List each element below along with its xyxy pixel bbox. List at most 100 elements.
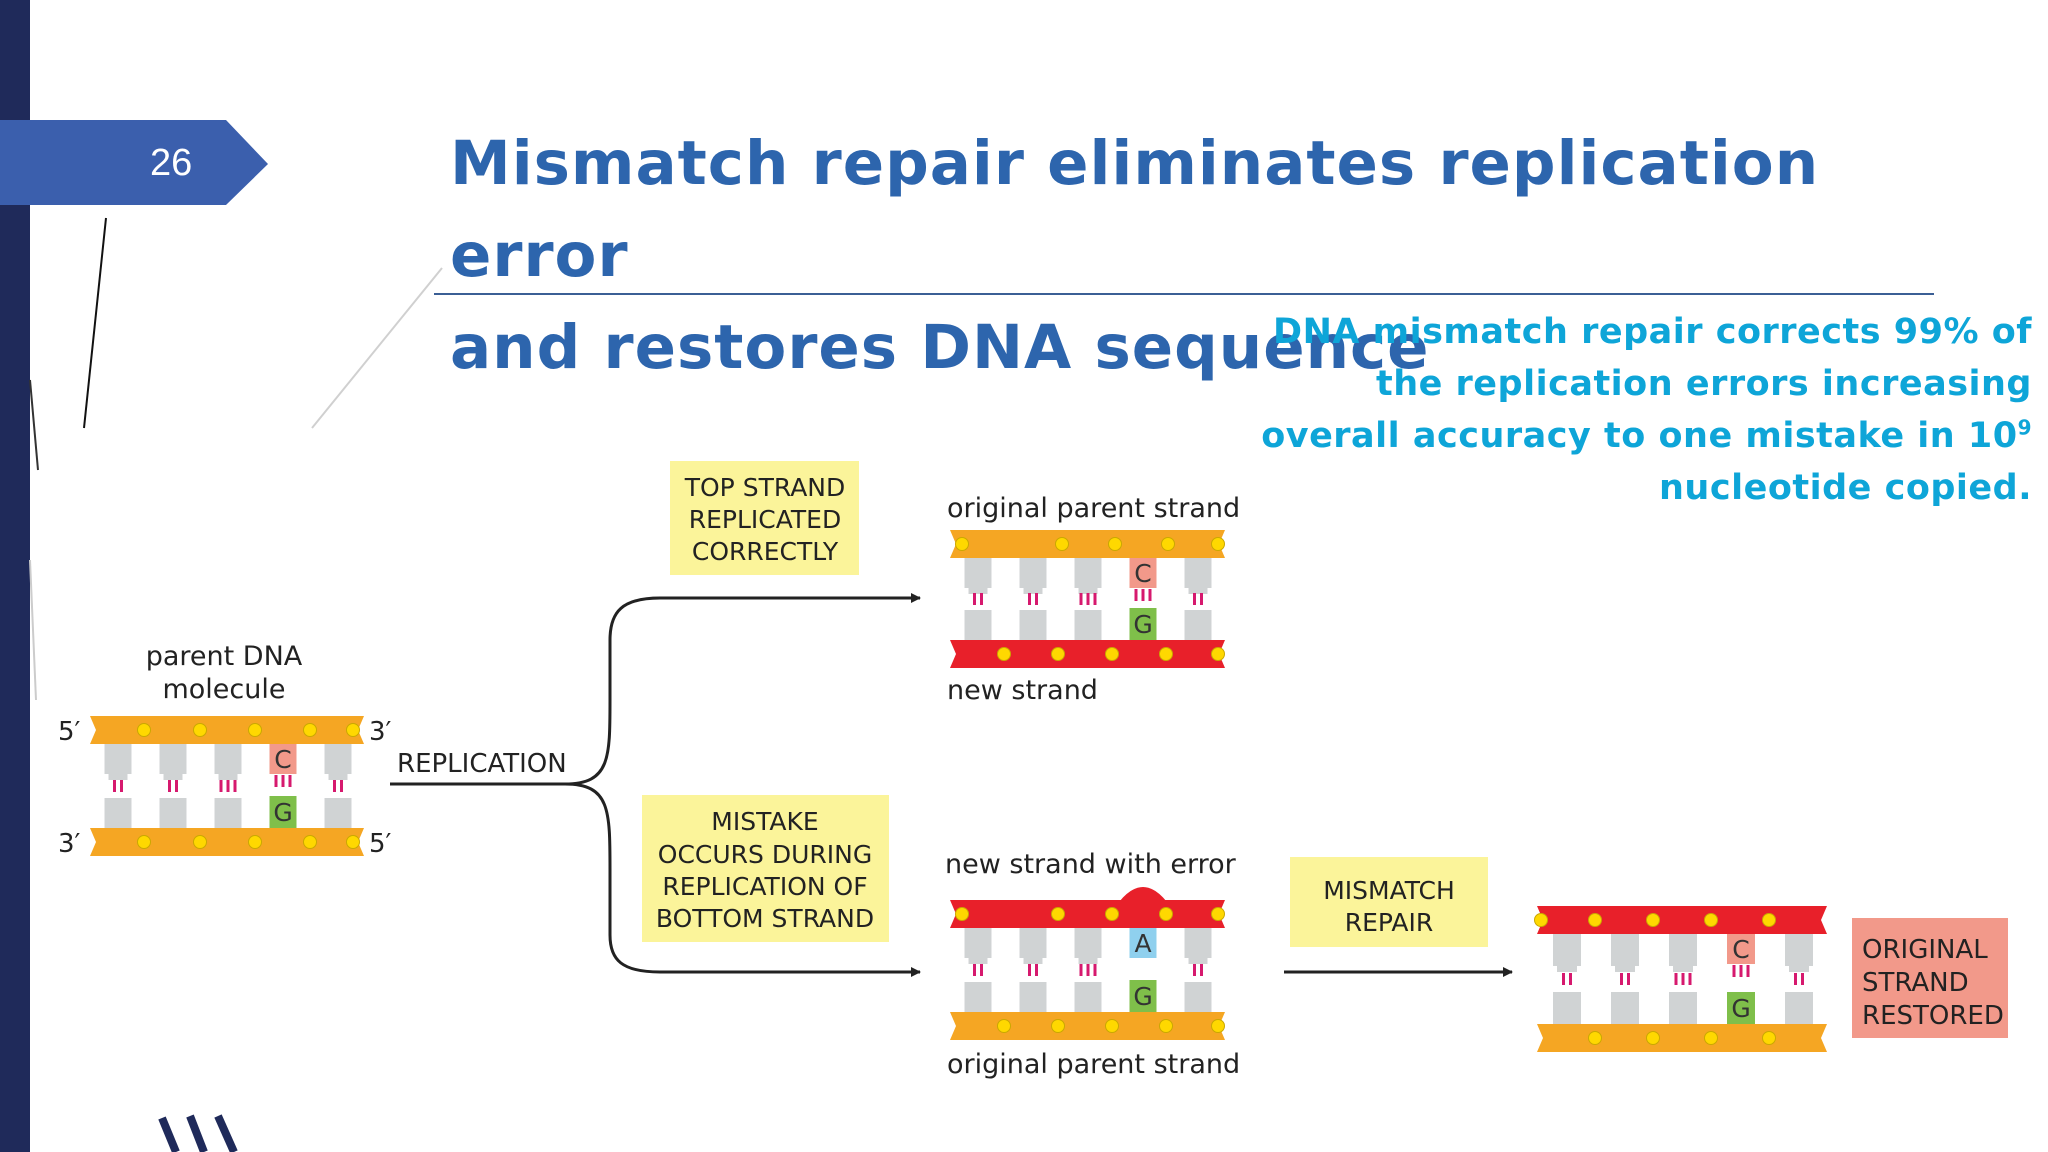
- parent-label-line2: molecule: [162, 674, 285, 705]
- phosphate-dot: [955, 537, 969, 551]
- hydrogen-bond: [1028, 593, 1031, 605]
- base-pair-top: [1553, 934, 1581, 966]
- top-note-line3: CORRECTLY: [692, 537, 839, 566]
- base-pair-top: [104, 744, 132, 774]
- base-pair-top: [1074, 558, 1102, 588]
- callout-text-after: nucleotide copied.: [1659, 468, 2032, 508]
- hydrogen-bond: [1086, 964, 1090, 976]
- base-pair-top: [1785, 934, 1813, 966]
- base-pair-bottom: [964, 982, 992, 1012]
- phosphate-dot: [955, 907, 969, 921]
- phosphate-dot: [1159, 647, 1173, 661]
- hydrogen-bond: [233, 780, 237, 792]
- hydrogen-bond: [1801, 973, 1804, 985]
- base-pair-top: [328, 774, 348, 780]
- repair-note-line2: REPAIR: [1345, 908, 1434, 937]
- base-pair-bottom: [1074, 982, 1102, 1012]
- mistake-note-box: [642, 795, 889, 942]
- repair-note-line1: MISMATCH: [1323, 876, 1455, 905]
- base-letter: A: [1134, 929, 1151, 958]
- base-pair-bottom: [1611, 992, 1639, 1024]
- base-pair-top: [1078, 588, 1098, 594]
- phosphate-dot: [346, 835, 360, 849]
- base-pair-top: [1673, 966, 1693, 972]
- hydrogen-bond: [980, 964, 983, 976]
- deco-line: [29, 379, 39, 471]
- slide-title: Mismatch repair eliminates replication e…: [450, 118, 1950, 394]
- branch-arrow-bottom: [564, 782, 921, 977]
- restored-dna: CG: [1534, 906, 1827, 1052]
- phosphate-dot: [1646, 913, 1660, 927]
- hydrogen-bond: [168, 780, 171, 792]
- base-letter: C: [274, 745, 291, 774]
- base-pair-top: [1188, 958, 1208, 964]
- base-pair-top: [1019, 928, 1047, 958]
- bottom-backbone: [950, 1012, 1225, 1040]
- base-pair-top: [1023, 958, 1043, 964]
- base-pair-bottom: [324, 798, 352, 828]
- hydrogen-bond: [1035, 964, 1038, 976]
- restored-line1: ORIGINAL: [1862, 935, 1988, 965]
- hydrogen-bond: [175, 780, 178, 792]
- phosphate-dot: [997, 647, 1011, 661]
- base-C: [1129, 558, 1157, 588]
- hydrogen-bond: [274, 775, 278, 787]
- mistake-note-line4: BOTTOM STRAND: [656, 904, 874, 933]
- hydrogen-bond: [1794, 973, 1797, 985]
- base-pair-bottom: [1785, 992, 1813, 1024]
- base-pair-bottom: [1553, 992, 1581, 1024]
- phosphate-dot: [346, 723, 360, 737]
- base-pair-top: [218, 774, 238, 780]
- top-backbone: [90, 716, 364, 744]
- hydrogen-bond: [1141, 589, 1145, 601]
- callout-text: DNA mismatch repair corrects 99% of the …: [1261, 312, 2032, 456]
- bottom-label-new-strand-error: new strand with error: [945, 849, 1237, 880]
- hydrogen-bond: [1079, 593, 1083, 605]
- base-pair-top: [1557, 966, 1577, 972]
- top-backbone: [1537, 906, 1827, 934]
- hydrogen-bond: [980, 593, 983, 605]
- hydrogen-bond: [1674, 973, 1678, 985]
- base-pair-top: [1188, 588, 1208, 594]
- base-pair-bottom: [964, 610, 992, 640]
- base-pair-bottom: [214, 798, 242, 828]
- title-line-2: and restores DNA sequence: [450, 312, 1430, 383]
- end-label-3prime-top: 3′: [369, 717, 392, 747]
- phosphate-dot: [193, 723, 207, 737]
- bottom-label-original-parent: original parent strand: [947, 1049, 1240, 1080]
- hydrogen-bond: [1200, 964, 1203, 976]
- hydrogen-bond: [1739, 965, 1743, 977]
- callout-superscript: 9: [2017, 415, 2032, 440]
- phosphate-dot: [1211, 647, 1225, 661]
- phosphate-dot: [1108, 537, 1122, 551]
- top-strand-note-box: [670, 461, 859, 575]
- top-backbone-bulge: [1119, 887, 1167, 902]
- top-backbone: [950, 530, 1225, 558]
- base-pair-bottom: [1669, 992, 1697, 1024]
- phosphate-dot: [1762, 1031, 1776, 1045]
- hydrogen-bond: [281, 775, 285, 787]
- base-pair-top: [1078, 958, 1098, 964]
- hydrogen-bond: [226, 780, 230, 792]
- base-pair-top: [163, 774, 183, 780]
- hydrogen-bond: [1193, 964, 1196, 976]
- phosphate-dot: [1211, 1019, 1225, 1033]
- base-pair-top: [1184, 558, 1212, 588]
- base-pair-top: [1023, 588, 1043, 594]
- phosphate-dot: [1211, 907, 1225, 921]
- base-pair-top: [1789, 966, 1809, 972]
- hydrogen-bond: [1093, 593, 1097, 605]
- base-pair-bottom: [1184, 982, 1212, 1012]
- restored-line2: STRAND: [1862, 968, 1969, 998]
- base-pair-bottom: [1019, 610, 1047, 640]
- base-pair-top: [968, 958, 988, 964]
- phosphate-dot: [1211, 537, 1225, 551]
- hydrogen-bond: [1200, 593, 1203, 605]
- base-letter: C: [1134, 559, 1151, 588]
- hydrogen-bond: [1079, 964, 1083, 976]
- title-underline: [434, 293, 1934, 295]
- bottom-backbone: [1537, 1024, 1827, 1052]
- accuracy-callout: DNA mismatch repair corrects 99% of the …: [1240, 306, 2032, 514]
- phosphate-dot: [1105, 1019, 1119, 1033]
